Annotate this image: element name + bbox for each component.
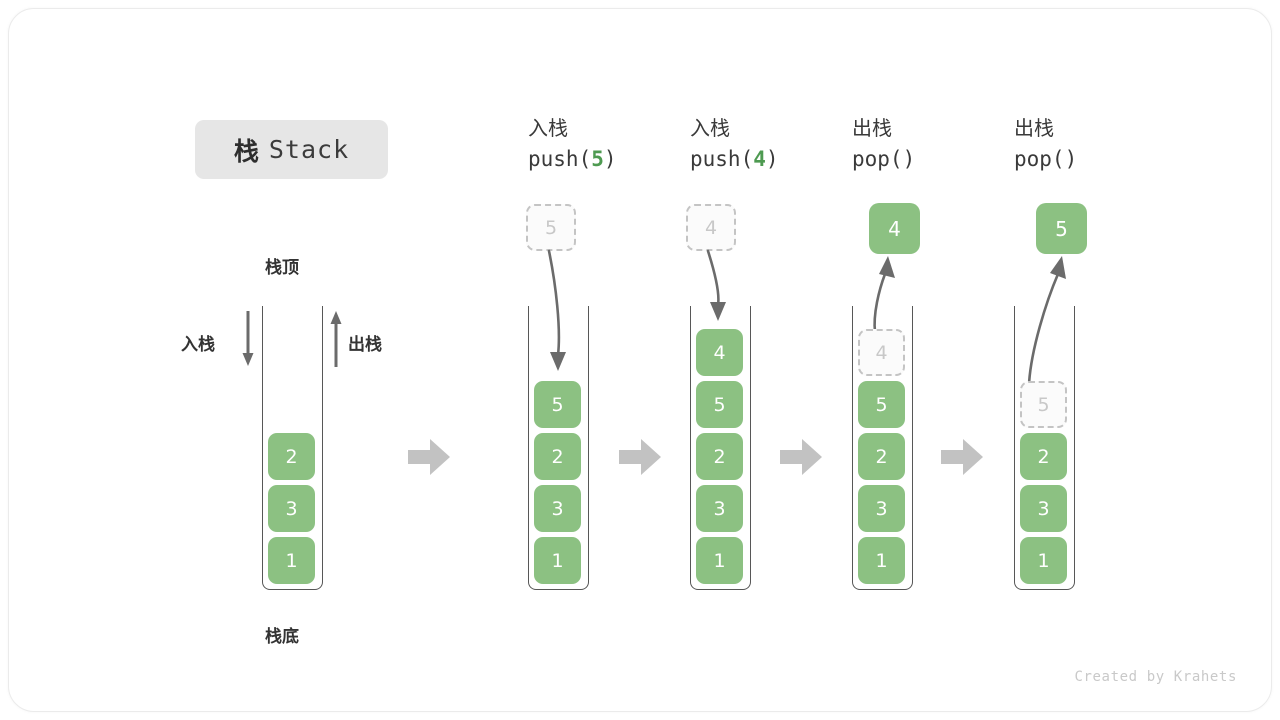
diagram-title: 栈 Stack (195, 120, 388, 179)
label-stack-bottom: 栈底 (265, 627, 299, 647)
panel-header-push-4: 入栈 push(4) (690, 116, 779, 171)
stack-cells-pop-4: 4 5 2 3 1 (858, 329, 905, 584)
stack-cell: 3 (1020, 485, 1067, 532)
stack-cell: 2 (696, 433, 743, 480)
panel-header-pop-5: 出栈 pop() (1014, 116, 1078, 171)
stack-cell: 1 (858, 537, 905, 584)
stack-cell: 2 (1020, 433, 1067, 480)
stack-container-push-4 (690, 306, 751, 590)
stack-cell: 2 (858, 433, 905, 480)
footer-credit: Created by Krahets (1074, 669, 1237, 685)
ghost-cell-incoming: 5 (526, 204, 576, 251)
arrow-right-icon (941, 439, 983, 475)
push-call-prefix: push( (690, 147, 754, 171)
popped-value-cell: 4 (869, 203, 920, 254)
ghost-cell-outgoing: 5 (1020, 381, 1067, 428)
stack-cell: 2 (268, 433, 315, 480)
ghost-cell-outgoing: 4 (858, 329, 905, 376)
stack-container-initial (262, 306, 323, 590)
stack-cell: 5 (696, 381, 743, 428)
pop-call-suffix: ) (902, 147, 916, 171)
stack-cells-pop-5: 5 2 3 1 (1020, 381, 1067, 584)
stack-cell: 1 (1020, 537, 1067, 584)
stack-cells-push-4: 4 5 2 3 1 (696, 329, 743, 584)
label-pop-legend: 出栈 (348, 335, 382, 355)
push-call-prefix: push( (528, 147, 592, 171)
stack-cell: 4 (696, 329, 743, 376)
diagram-card: 栈 Stack 栈顶 栈底 入栈 出栈 2 3 1 (8, 8, 1272, 712)
title-en: Stack (268, 135, 350, 164)
stack-cell: 3 (268, 485, 315, 532)
stack-container-pop-4 (852, 306, 913, 590)
stack-container-pop-5 (1014, 306, 1075, 590)
push-down-arrow-icon (240, 309, 256, 369)
pop-call-suffix: ) (1064, 147, 1078, 171)
stack-cells-push-5: 5 2 3 1 (534, 381, 581, 584)
panel-header-push-5: 入栈 push(5) (528, 116, 617, 171)
push-call-suffix: ) (603, 147, 617, 171)
stack-cells-initial: 2 3 1 (268, 433, 315, 584)
pop-curve-arrow-icon (857, 254, 907, 334)
title-cn: 栈 (233, 136, 259, 166)
push-call-value: 4 (753, 147, 766, 171)
stack-cell: 1 (534, 537, 581, 584)
label-stack-top: 栈顶 (265, 258, 299, 278)
stack-cell: 3 (696, 485, 743, 532)
push-call-value: 5 (591, 147, 604, 171)
arrow-right-icon (780, 439, 822, 475)
stack-cell: 5 (858, 381, 905, 428)
panel-header-pop-4: 出栈 pop() (852, 116, 916, 171)
pop-up-arrow-icon (328, 309, 344, 369)
stack-cell: 3 (534, 485, 581, 532)
popped-value-cell: 5 (1036, 203, 1087, 254)
ghost-cell-incoming: 4 (686, 204, 736, 251)
pop-call-prefix: pop( (852, 147, 903, 171)
stack-cell: 2 (534, 433, 581, 480)
stack-cell: 5 (534, 381, 581, 428)
arrow-right-icon (408, 439, 450, 475)
stack-cell: 1 (268, 537, 315, 584)
stack-cell: 3 (858, 485, 905, 532)
arrow-right-icon (619, 439, 661, 475)
pop-curve-arrow-icon (1014, 254, 1074, 386)
stack-cell: 1 (696, 537, 743, 584)
push-curve-arrow-icon (689, 249, 739, 329)
stack-container-push-5 (528, 306, 589, 590)
pop-call-prefix: pop( (1014, 147, 1065, 171)
push-call-suffix: ) (765, 147, 779, 171)
label-push-legend: 入栈 (181, 335, 215, 355)
push-curve-arrow-icon (529, 249, 579, 379)
